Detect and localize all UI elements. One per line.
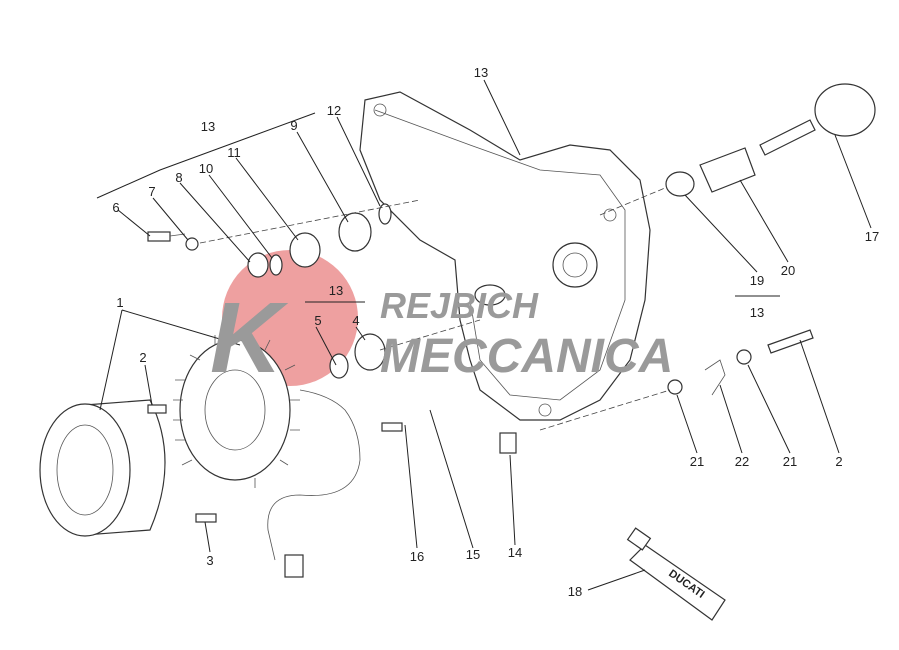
callout-17: 17 [865,229,879,244]
leader-lines [96,79,872,591]
callout-14: 14 [508,545,522,560]
callout-13: 13 [750,305,764,320]
callout-16: 16 [410,549,424,564]
callout-2: 2 [139,350,146,365]
callout-19: 19 [750,273,764,288]
stator [173,330,361,578]
small-parts [147,199,517,523]
callout-3: 3 [206,553,213,568]
callout-6: 6 [112,200,119,215]
callout-12: 12 [327,103,341,118]
watermark-brand-bottom: MECCANICA [380,330,673,383]
callout-1: 1 [116,295,123,310]
callout-5: 5 [314,313,321,328]
callout-9: 9 [290,118,297,133]
callout-10: 10 [199,161,213,176]
right-parts [539,83,876,431]
callout-11: 11 [227,145,241,160]
watermark-brand-top: REJBICH [380,285,539,326]
callout-21: 21 [690,454,704,469]
generator-cover [359,91,651,421]
watermark-logo: K REJBICH MECCANICA [210,282,673,394]
sealant-tube: DUCATI [626,527,726,621]
callout-20: 20 [781,263,795,278]
rotor [39,399,166,537]
callout-13: 13 [329,283,343,298]
callout-15: 15 [466,547,480,562]
callout-21: 21 [783,454,797,469]
watermark-letter: K [210,282,289,394]
callout-18: 18 [568,584,582,599]
callout-8: 8 [175,170,182,185]
callout-7: 7 [148,184,155,199]
callout-2: 2 [835,454,842,469]
callout-22: 22 [735,454,749,469]
callout-labels: 13 6 7 8 10 11 9 12 13 1 2 3 13 5 4 16 1… [112,65,879,599]
callout-4: 4 [352,313,359,328]
callout-13: 13 [201,119,215,134]
callout-13: 13 [474,65,488,80]
